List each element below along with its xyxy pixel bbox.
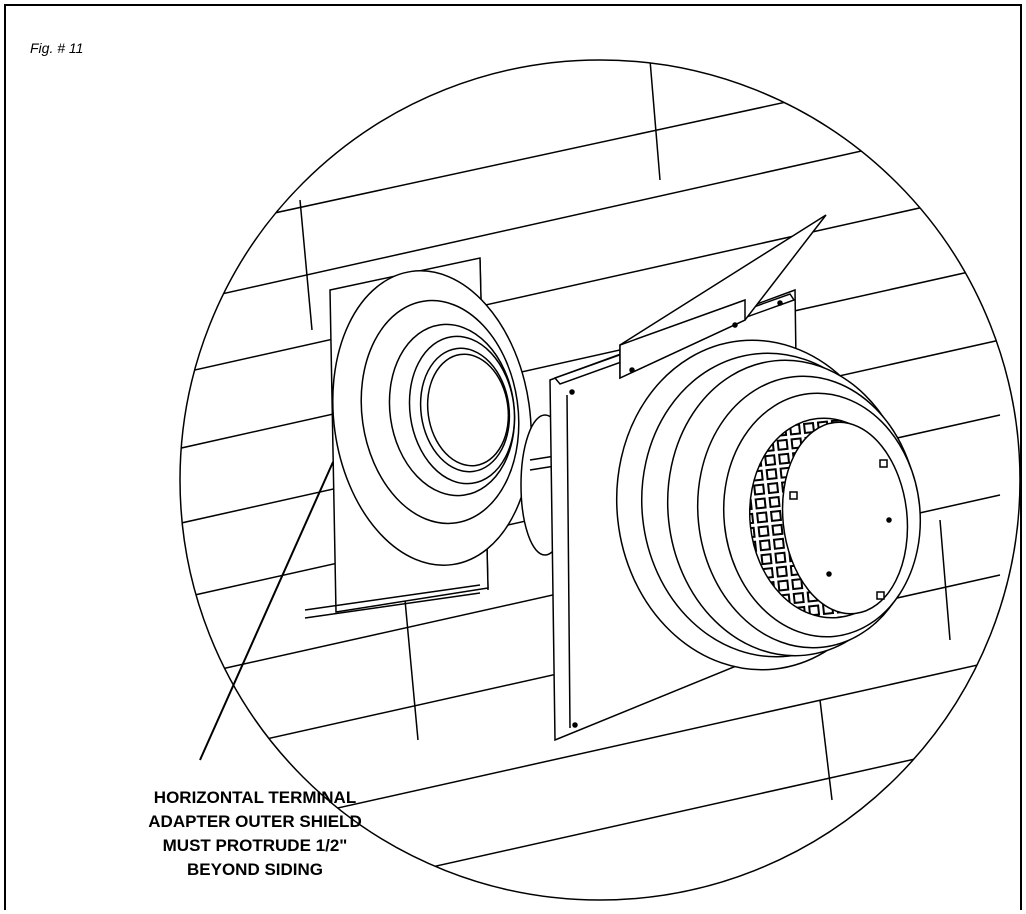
figure-label: Fig. # 11 xyxy=(30,40,84,56)
vent-termination-cap xyxy=(520,214,922,742)
callout-line-1: HORIZONTAL TERMINAL xyxy=(153,788,357,807)
horizontal-terminal-adapter xyxy=(332,270,532,566)
detail-circle xyxy=(179,59,1021,901)
callout-line-4: BEYOND SIDING xyxy=(186,860,324,879)
callout-line-3: MUST PROTRUDE 1/2" xyxy=(162,836,348,855)
callout-leader-line xyxy=(199,461,334,761)
callout-line-2: ADAPTER OUTER SHIELD xyxy=(148,812,362,831)
callout-text: HORIZONTAL TERMINAL ADAPTER OUTER SHIELD… xyxy=(60,786,450,882)
